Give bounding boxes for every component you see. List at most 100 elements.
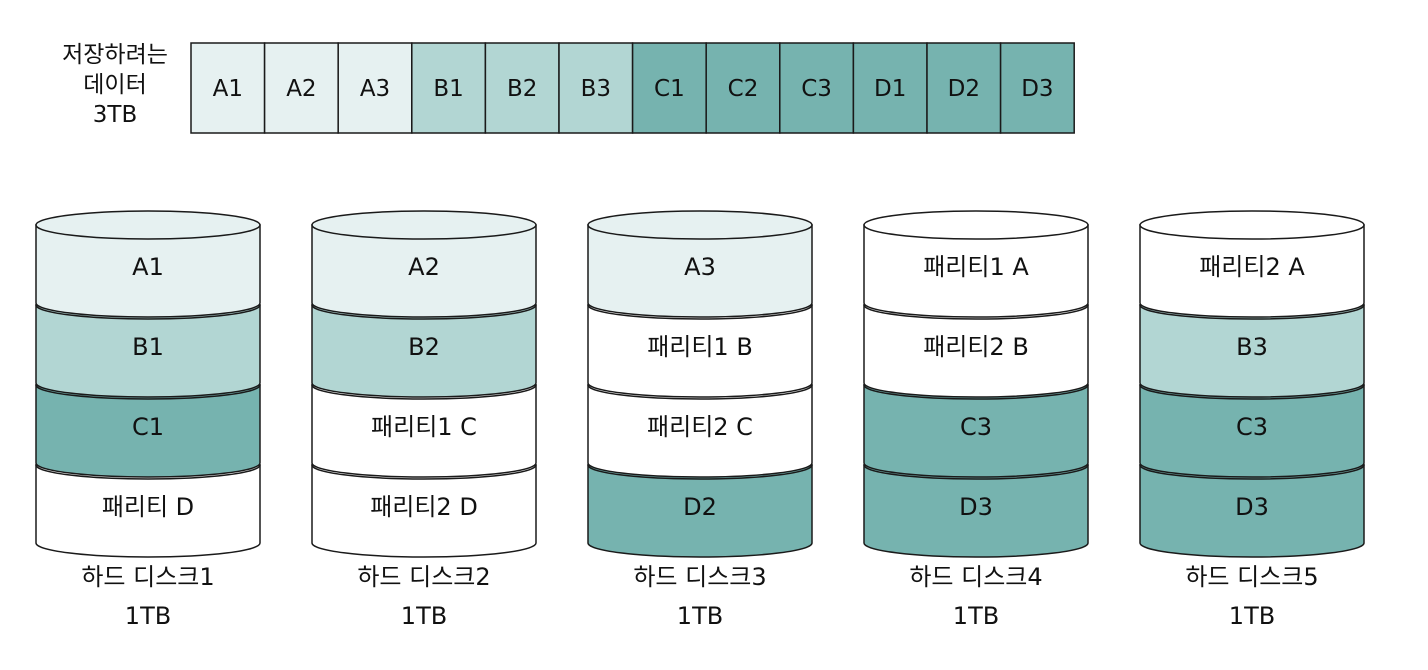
disk-segment-cap xyxy=(863,210,1089,240)
disk-segment-label: 패리티2 D xyxy=(370,493,478,521)
hard-disk: D2 패리티2 C 패리티1 B A3 하드 디스크3 1TB xyxy=(587,210,813,630)
disk-name: 하드 디스크5 xyxy=(1185,563,1318,591)
data-block-label: D1 xyxy=(874,76,906,102)
disk-segment-body xyxy=(35,384,261,478)
data-block: B1 xyxy=(411,42,487,134)
disk-segment-label: A2 xyxy=(408,253,440,281)
data-block: D2 xyxy=(926,42,1002,134)
disk-segment-cap xyxy=(35,210,261,240)
disk-segment-body xyxy=(863,224,1089,318)
disk-segment-label: C3 xyxy=(1236,413,1268,441)
disk-segment-body xyxy=(311,464,537,558)
disk-segment-label: 패리티1 B xyxy=(647,333,753,361)
data-block-label: C2 xyxy=(728,76,759,102)
disk-name: 하드 디스크3 xyxy=(633,563,766,591)
hard-disk: 패리티 D C1 B1 A1 하드 디스크1 1TB xyxy=(35,210,261,630)
data-block-cell xyxy=(631,42,707,134)
data-block-label: D3 xyxy=(1021,76,1053,102)
disk-name: 하드 디스크1 xyxy=(81,563,214,591)
data-block: C2 xyxy=(705,42,781,134)
data-block: B2 xyxy=(484,42,560,134)
disk-segment: 패리티2 A xyxy=(1139,210,1365,318)
disk-size: 1TB xyxy=(1229,602,1275,630)
disk-segment-label: 패리티2 B xyxy=(923,333,1029,361)
disk-segment-body xyxy=(863,304,1089,398)
disk-segment-body xyxy=(863,384,1089,478)
data-block: B3 xyxy=(558,42,634,134)
disk-segment-body xyxy=(1139,464,1365,558)
disk-segment-body xyxy=(35,304,261,398)
data-block: A2 xyxy=(263,42,339,134)
data-block: C3 xyxy=(779,42,855,134)
disk-segment-label: D3 xyxy=(959,493,993,521)
disk-segment-label: D2 xyxy=(683,493,717,521)
data-block: D1 xyxy=(852,42,928,134)
disk-segment-label: B3 xyxy=(1236,333,1268,361)
disk-segment-label: C3 xyxy=(960,413,992,441)
disk-segment-cap xyxy=(1139,210,1365,240)
disk-segment-body xyxy=(587,464,813,558)
disk-segment-body xyxy=(1139,304,1365,398)
disk-size: 1TB xyxy=(677,602,723,630)
disk-segment-label: D3 xyxy=(1235,493,1269,521)
disk-segment-body xyxy=(35,224,261,318)
disk-segment-body xyxy=(587,224,813,318)
disk-segment-body xyxy=(35,464,261,558)
data-label-line3: 3TB xyxy=(92,102,138,128)
disk-segment-label: 패리티2 A xyxy=(1199,253,1305,281)
data-block-cell xyxy=(558,42,634,134)
data-block-cell xyxy=(926,42,1002,134)
disk-segment-label: 패리티2 C xyxy=(647,413,753,441)
disk-segment-label: 패리티1 A xyxy=(923,253,1029,281)
data-block: A3 xyxy=(337,42,413,134)
data-block-cell xyxy=(705,42,781,134)
hard-disk: D3 C3 패리티2 B 패리티1 A 하드 디스크4 1TB xyxy=(863,210,1089,630)
data-block-cell xyxy=(337,42,413,134)
disk-segment-body xyxy=(311,384,537,478)
disk-segment-label: A3 xyxy=(684,253,716,281)
data-block-strip: A1 A2 A3 B1 B2 B3 C1 C2 C3 D1 D2 D3 xyxy=(190,42,1075,134)
data-block-label: C1 xyxy=(654,76,685,102)
data-block-label: C3 xyxy=(801,76,832,102)
data-block-cell xyxy=(779,42,855,134)
data-block-cell xyxy=(999,42,1075,134)
disk-segment-body xyxy=(311,304,537,398)
disk-segment-cap xyxy=(587,210,813,240)
disk-segment-body xyxy=(1139,224,1365,318)
disk-segment-label: C1 xyxy=(132,413,164,441)
disk-segment-body xyxy=(311,224,537,318)
data-block-label: B2 xyxy=(507,76,537,102)
data-block-label: A3 xyxy=(360,76,390,102)
data-block-label: A2 xyxy=(286,76,316,102)
disk-size: 1TB xyxy=(953,602,999,630)
disk-segment: A2 xyxy=(311,210,537,318)
disk-segment-label: A1 xyxy=(132,253,164,281)
disk-segment-body xyxy=(587,384,813,478)
data-block-label: D2 xyxy=(948,76,980,102)
data-block-cell xyxy=(852,42,928,134)
data-block-cell xyxy=(484,42,560,134)
data-block: D3 xyxy=(999,42,1075,134)
disk-segment: A1 xyxy=(35,210,261,318)
data-block-label: A1 xyxy=(213,76,243,102)
data-label-line1: 저장하려는 xyxy=(62,42,168,68)
disk-segment-label: B1 xyxy=(132,333,164,361)
data-block-label: B1 xyxy=(433,76,463,102)
disk-name: 하드 디스크4 xyxy=(909,563,1042,591)
disk-size: 1TB xyxy=(401,602,447,630)
data-block: C1 xyxy=(631,42,707,134)
disk-size: 1TB xyxy=(125,602,171,630)
disk-segment-body xyxy=(863,464,1089,558)
data-block-cell xyxy=(411,42,487,134)
disk-segment-body xyxy=(1139,384,1365,478)
disk-segment-cap xyxy=(311,210,537,240)
data-block-cell xyxy=(263,42,339,134)
disk-segment-label: B2 xyxy=(408,333,440,361)
disk-segment: A3 xyxy=(587,210,813,318)
data-block-label: B3 xyxy=(581,76,611,102)
disk-segment-label: 패리티 D xyxy=(102,493,194,521)
disk-name: 하드 디스크2 xyxy=(357,563,490,591)
